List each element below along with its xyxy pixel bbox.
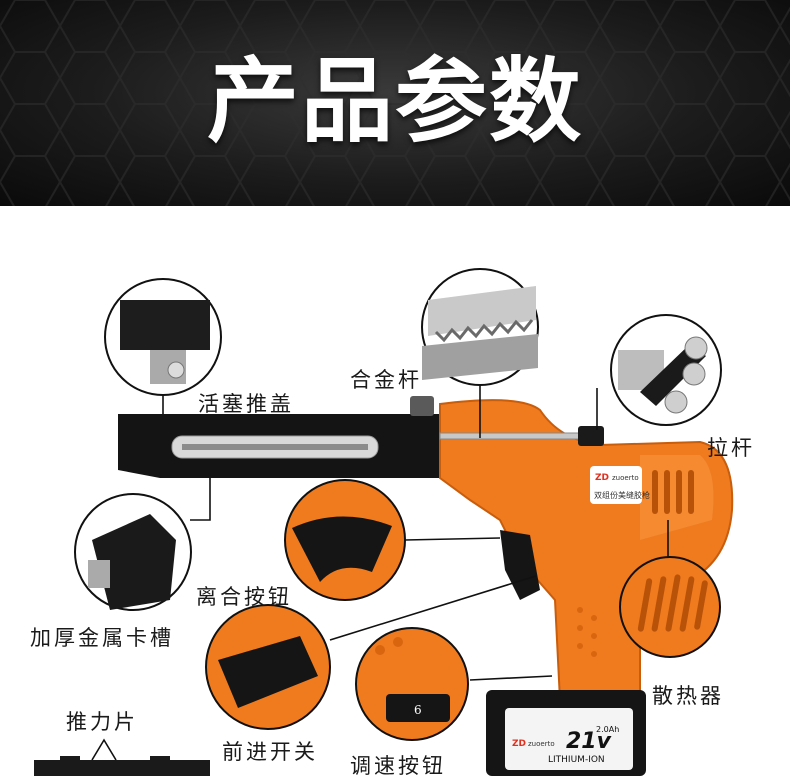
battery-brand-name: zuoerto bbox=[528, 740, 555, 748]
hexagon-pattern bbox=[0, 0, 790, 206]
label-heat-sink: 散热器 bbox=[652, 684, 724, 708]
detail-piston-cover bbox=[104, 278, 222, 396]
speed-dial-number: 6 bbox=[414, 703, 422, 717]
label-pull-rod: 拉杆 bbox=[707, 436, 755, 460]
vent-slots bbox=[652, 470, 694, 514]
label-thrust-plate: 推力片 bbox=[66, 710, 138, 734]
gun-body: ZD zuoerto 双组份美缝胶枪 bbox=[439, 399, 734, 701]
detail-forward-switch bbox=[205, 604, 331, 730]
header-banner: 产品参数 bbox=[0, 0, 790, 206]
brand-plate bbox=[590, 466, 642, 504]
label-alloy-rod: 合金杆 bbox=[350, 368, 422, 392]
cartridge-tube bbox=[118, 396, 440, 478]
detail-metal-slot bbox=[74, 493, 192, 611]
label-speed-knob: 调速按钮 bbox=[350, 754, 446, 778]
alloy-rod bbox=[439, 426, 604, 446]
detail-pull-rod bbox=[610, 314, 722, 426]
product-illustration: ZD zuoerto 双组份美缝胶枪 ZD zuoerto 21v 2.0Ah … bbox=[34, 268, 734, 776]
leader-lines bbox=[91, 386, 669, 761]
detail-clutch-button bbox=[284, 479, 406, 601]
detail-speed-knob: 6 bbox=[355, 627, 469, 741]
brand-name: zuoerto bbox=[612, 474, 639, 482]
detail-alloy-rod bbox=[421, 268, 539, 386]
thrust-plate-part bbox=[34, 756, 210, 776]
banner-title: 产品参数 bbox=[206, 48, 583, 155]
label-metal-slot: 加厚金属卡槽 bbox=[30, 626, 174, 650]
battery-brand-mark: ZD bbox=[512, 739, 526, 749]
brand-mark: ZD bbox=[595, 473, 609, 483]
model-caption: 双组份美缝胶枪 bbox=[594, 490, 650, 500]
label-piston-cover: 活塞推盖 bbox=[198, 392, 294, 416]
detail-heat-sink bbox=[619, 556, 721, 658]
battery-pack: ZD zuoerto 21v 2.0Ah LITHIUM-ION bbox=[486, 690, 646, 776]
battery-voltage: 21v bbox=[566, 729, 612, 754]
battery-capacity: 2.0Ah bbox=[596, 725, 619, 734]
label-forward-switch: 前进开关 bbox=[222, 740, 318, 764]
battery-type: LITHIUM-ION bbox=[548, 755, 605, 765]
label-clutch-button: 离合按钮 bbox=[196, 585, 292, 609]
trigger bbox=[500, 530, 540, 600]
